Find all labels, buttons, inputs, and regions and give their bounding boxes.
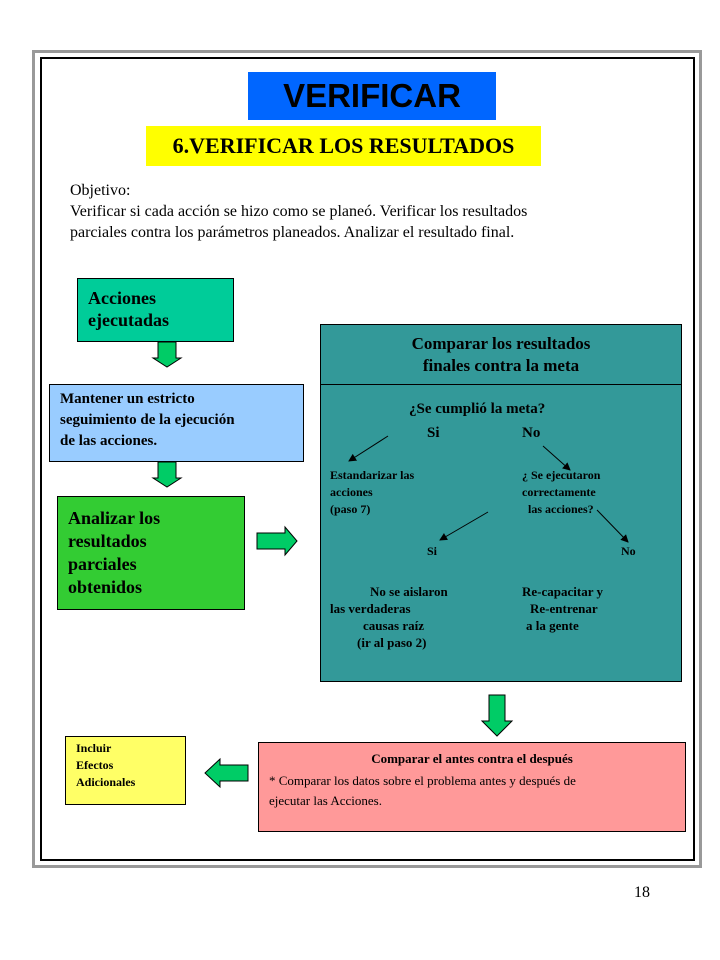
no-aislaron-text: No se aislaron las verdaderas causas raí… xyxy=(330,583,448,651)
objective-line-2: parciales contra los parámetros planeado… xyxy=(70,224,515,241)
page-number: 18 xyxy=(634,884,650,901)
acciones-ejecutadas-box: Acciones ejecutadas xyxy=(77,278,234,342)
ejecutaron-line: correctamente xyxy=(522,485,596,499)
mantener-line: de las acciones. xyxy=(60,433,158,449)
comparar-antes-despues-box: Comparar el antes contra el después * Co… xyxy=(258,742,686,832)
answer-si: Si xyxy=(427,425,440,441)
antes-title: Comparar el antes contra el después xyxy=(371,751,573,766)
title-banner: VERIFICAR xyxy=(248,72,496,120)
antes-line-2: ejecutar las Acciones. xyxy=(269,793,382,808)
branch-line-si xyxy=(348,435,389,462)
answer-no: No xyxy=(522,425,541,441)
mantener-line: seguimiento de la ejecución xyxy=(60,412,235,428)
incluir-line: Incluir xyxy=(76,741,112,755)
ejecutaron-line: las acciones? xyxy=(528,502,594,516)
analizar-resultados-box: Analizar los resultados parciales obteni… xyxy=(57,496,245,610)
analizar-line: resultados xyxy=(68,531,147,551)
no-aislaron-line: las verdaderas xyxy=(330,601,411,616)
page-frame-outer xyxy=(32,50,702,868)
incluir-line: Adicionales xyxy=(76,775,136,789)
mantener-line: Mantener un estricto xyxy=(60,391,195,407)
subtitle-banner: 6.VERIFICAR LOS RESULTADOS xyxy=(146,126,541,166)
recapacitar-line: Re-entrenar xyxy=(530,601,598,616)
estandarizar-line: (paso 7) xyxy=(330,502,371,516)
branch-line-no xyxy=(542,445,571,471)
ejecutaron-text: ¿ Se ejecutaron correctamente las accion… xyxy=(522,467,600,518)
incluir-line: Efectos xyxy=(76,758,114,772)
antes-line-1: * Comparar los datos sobre el problema a… xyxy=(269,773,576,788)
objective-text: Objetivo: Verificar si cada acción se hi… xyxy=(70,180,650,243)
branch-line-no-2 xyxy=(596,509,629,543)
acciones-line: Acciones xyxy=(88,288,156,308)
incluir-efectos-box: Incluir Efectos Adicionales xyxy=(65,736,186,805)
recapacitar-line: a la gente xyxy=(526,618,579,633)
no-aislaron-line: causas raíz xyxy=(363,618,425,633)
objective-line-1: Verificar si cada acción se hizo como se… xyxy=(70,203,528,220)
arrow-down-icon xyxy=(151,461,183,488)
branch-line-si-2 xyxy=(439,511,489,541)
arrow-right-icon xyxy=(256,525,298,557)
comparar-resultados-box: Comparar los resultados finales contra l… xyxy=(320,324,682,682)
estandarizar-text: Estandarizar las acciones (paso 7) xyxy=(330,467,414,518)
question-meta: ¿Se cumplió la meta? xyxy=(409,401,546,417)
answer-si-2: Si xyxy=(427,544,438,558)
estandarizar-line: Estandarizar las xyxy=(330,468,415,482)
arrow-left-icon xyxy=(204,757,249,789)
acciones-line: ejecutadas xyxy=(88,310,169,330)
estandarizar-line: acciones xyxy=(330,485,373,499)
ejecutaron-line: ¿ Se ejecutaron xyxy=(522,468,601,482)
no-aislaron-line: No se aislaron xyxy=(370,584,448,599)
comparar-title-line-2: finales contra la meta xyxy=(422,356,580,375)
analizar-line: parciales xyxy=(68,554,137,574)
recapacitar-line: Re-capacitar y xyxy=(522,584,603,599)
comparar-title-line-1: Comparar los resultados xyxy=(411,334,591,353)
arrow-down-icon xyxy=(480,694,514,737)
recapacitar-text: Re-capacitar y Re-entrenar a la gente xyxy=(522,583,603,634)
analizar-line: Analizar los xyxy=(68,508,161,528)
objective-label: Objetivo: xyxy=(70,182,131,199)
mantener-seguimiento-box: Mantener un estricto seguimiento de la e… xyxy=(49,384,304,462)
comparar-header: Comparar los resultados finales contra l… xyxy=(321,325,681,385)
answer-no-2: No xyxy=(621,544,636,558)
page-frame-inner xyxy=(40,57,695,861)
analizar-line: obtenidos xyxy=(68,577,143,597)
arrow-down-icon xyxy=(151,341,183,368)
no-aislaron-line: (ir al paso 2) xyxy=(357,635,427,650)
